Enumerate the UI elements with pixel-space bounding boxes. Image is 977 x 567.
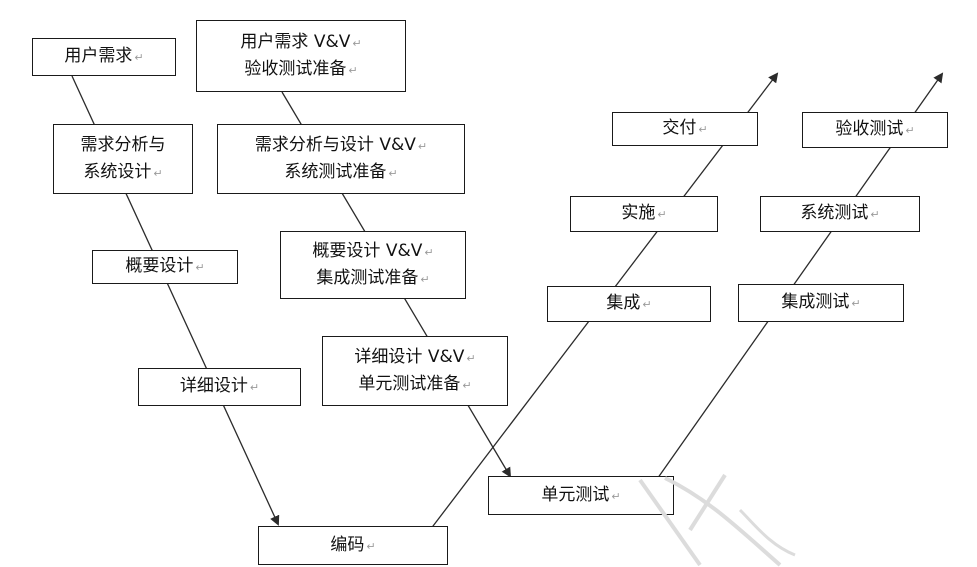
box-outline-design-vv-line-2: 集成测试准备 <box>316 268 419 288</box>
box-detail-design: 详细设计↵ <box>138 368 301 406</box>
box-requirements-analysis: 需求分析与 系统设计↵ <box>53 124 193 194</box>
box-delivery-line-1: 交付 <box>662 118 697 139</box>
return-mark-icon: ↵ <box>134 51 144 65</box>
return-mark-icon: ↵ <box>417 139 428 153</box>
box-acceptance-test: 验收测试↵ <box>802 112 948 148</box>
return-mark-icon: ↵ <box>424 245 434 259</box>
box-outline-design-vv: 概要设计 V&V↵ 集成测试准备↵ <box>280 231 466 299</box>
box-user-requirements-vv-line-2: 验收测试准备 <box>244 59 347 79</box>
return-mark-icon: ↵ <box>153 167 163 180</box>
box-integration-test-line-1: 集成测试 <box>781 292 850 313</box>
box-requirements-analysis-line-1: 需求分析与 <box>80 134 166 155</box>
box-user-requirements-line-1: 用户需求 <box>64 46 133 67</box>
return-mark-icon: ↵ <box>366 539 376 553</box>
box-delivery: 交付↵ <box>612 112 758 146</box>
return-mark-icon: ↵ <box>905 124 915 138</box>
box-system-test: 系统测试↵ <box>760 196 920 232</box>
return-mark-icon: ↵ <box>388 167 398 180</box>
box-detail-design-line-1: 详细设计 <box>179 376 248 397</box>
box-requirements-analysis-line-2: 系统设计 <box>83 162 152 182</box>
box-coding-line-1: 编码 <box>330 534 365 555</box>
box-integration: 集成↵ <box>547 286 711 322</box>
box-detail-design-vv-line-1: 详细设计 V&V <box>354 346 465 367</box>
box-outline-design-line-1: 概要设计 <box>125 256 194 277</box>
box-integration-test: 集成测试↵ <box>738 284 904 322</box>
box-user-requirements-vv: 用户需求 V&V↵ 验收测试准备↵ <box>196 20 406 92</box>
box-requirements-analysis-vv-line-1: 需求分析与设计 V&V <box>254 134 416 155</box>
box-implementation-line-1: 实施 <box>621 203 656 224</box>
return-mark-icon: ↵ <box>195 261 205 275</box>
return-mark-icon: ↵ <box>611 489 621 503</box>
box-outline-design-vv-line-1: 概要设计 V&V <box>312 240 423 261</box>
return-mark-icon: ↵ <box>249 381 260 395</box>
return-mark-icon: ↵ <box>851 297 861 311</box>
box-user-requirements-vv-line-1: 用户需求 V&V <box>240 31 351 52</box>
box-acceptance-test-line-1: 验收测试 <box>835 119 904 140</box>
return-mark-icon: ↵ <box>870 208 880 222</box>
box-implementation: 实施↵ <box>570 196 718 232</box>
return-mark-icon: ↵ <box>657 208 667 222</box>
box-detail-design-vv-line-2: 单元测试准备 <box>358 374 461 394</box>
box-unit-test-line-1: 单元测试 <box>541 484 610 505</box>
return-mark-icon: ↵ <box>642 298 652 312</box>
box-integration-line-1: 集成 <box>606 293 641 314</box>
box-outline-design: 概要设计↵ <box>92 250 238 284</box>
return-mark-icon: ↵ <box>462 379 472 392</box>
return-mark-icon: ↵ <box>420 273 430 286</box>
box-unit-test: 单元测试↵ <box>488 476 674 515</box>
return-mark-icon: ↵ <box>352 36 362 50</box>
box-requirements-analysis-vv-line-2: 系统测试准备 <box>284 162 387 182</box>
box-requirements-analysis-vv: 需求分析与设计 V&V↵ 系统测试准备↵ <box>217 124 465 194</box>
return-mark-icon: ↵ <box>466 351 476 365</box>
return-mark-icon: ↵ <box>348 64 358 77</box>
box-detail-design-vv: 详细设计 V&V↵ 单元测试准备↵ <box>322 336 508 406</box>
return-mark-icon: ↵ <box>698 123 708 137</box>
box-coding: 编码↵ <box>258 526 448 565</box>
box-user-requirements: 用户需求↵ <box>32 38 176 76</box>
box-system-test-line-1: 系统测试 <box>800 203 869 224</box>
